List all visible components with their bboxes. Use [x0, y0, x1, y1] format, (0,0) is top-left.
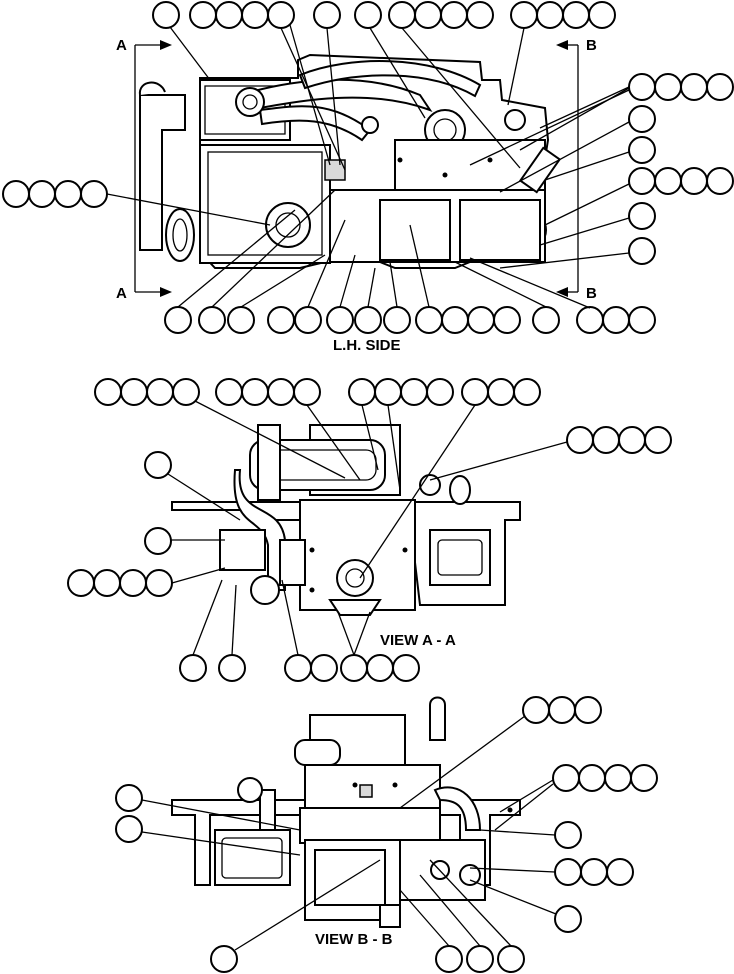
flange-1 — [265, 202, 311, 248]
lh-side-view: A A B B — [2, 1, 734, 354]
pump-assembly-side — [138, 53, 562, 269]
section-marker-b-bottom: B — [586, 285, 597, 302]
view-label-view-a: VIEW A - A — [380, 632, 456, 649]
view-label-view-b: VIEW B - B — [315, 931, 393, 948]
section-marker-a-top: A — [116, 37, 127, 54]
leaders-view-a — [167, 400, 568, 656]
pump-assembly-view-a — [171, 424, 521, 616]
view-b-b: VIEW B - B — [115, 696, 658, 973]
callouts-view-b — [115, 696, 658, 973]
section-line-a: A A — [116, 37, 172, 302]
leaders-view-b — [141, 715, 557, 951]
leaders-lh — [106, 24, 630, 309]
pump-assembly-view-b — [171, 696, 521, 928]
callouts-lh-top — [2, 1, 734, 334]
callouts-view-a — [67, 378, 672, 682]
view-label-lh-side: L.H. SIDE — [333, 337, 401, 354]
section-marker-a-bottom: A — [116, 285, 127, 302]
flange-5 — [235, 87, 265, 117]
section-marker-b-top: B — [586, 37, 597, 54]
view-a-a: VIEW A - A — [67, 378, 672, 682]
